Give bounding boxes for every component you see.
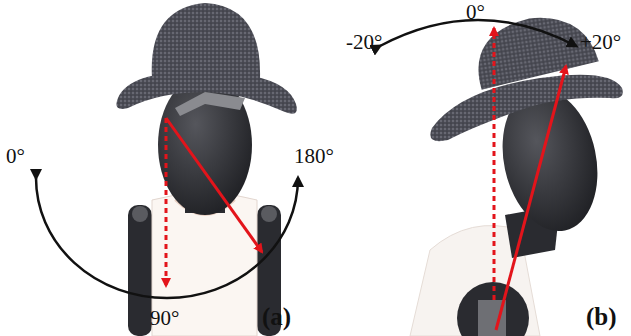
angle-label: +20° xyxy=(580,32,621,53)
angle-label: 0° xyxy=(6,146,25,167)
direction-arrow xyxy=(496,66,566,330)
panel-a-figure xyxy=(116,3,296,336)
reference-arrow xyxy=(165,118,168,286)
panel-b-figure xyxy=(410,10,623,336)
reference-arrow xyxy=(493,28,496,300)
direction-arrow xyxy=(166,118,262,252)
angle-label: -20° xyxy=(346,32,382,53)
angle-label: 90° xyxy=(150,308,179,329)
angle-arc xyxy=(380,20,576,46)
angle-label: 0° xyxy=(466,2,485,23)
panel-label: (b) xyxy=(586,304,617,329)
panel-label: (a) xyxy=(262,304,291,329)
angle-label: 180° xyxy=(294,146,334,167)
